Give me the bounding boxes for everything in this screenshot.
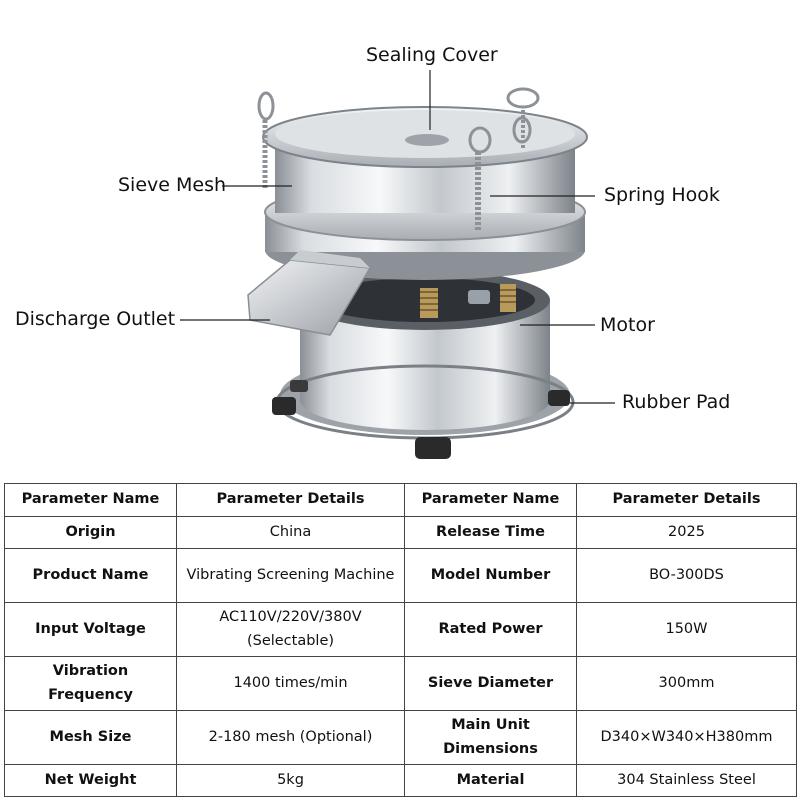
table-row: Product Name Vibrating Screening Machine… (4, 548, 797, 603)
param-detail: AC110V/220V/380V (Selectable) (176, 602, 405, 657)
discharge-chute (247, 250, 372, 336)
param-name: Material (404, 764, 577, 797)
header-parameter-name-2: Parameter Name (404, 483, 577, 517)
label-motor: Motor (600, 314, 655, 336)
sieve-frame (262, 106, 588, 280)
param-detail: 5kg (176, 764, 405, 797)
param-detail: 2-180 mesh (Optional) (176, 710, 405, 765)
product-figure: Sealing Cover Sieve Mesh Spring Hook Dis… (15, 44, 731, 459)
param-detail: D340×W340×H380mm (576, 710, 797, 765)
param-name: Origin (4, 516, 177, 549)
param-name: Input Voltage (4, 602, 177, 657)
label-sieve-mesh: Sieve Mesh (118, 174, 227, 196)
table-row: Origin China Release Time 2025 (4, 516, 797, 549)
label-rubber-pad: Rubber Pad (622, 391, 731, 413)
param-name: Net Weight (4, 764, 177, 797)
param-detail: BO-300DS (576, 548, 797, 603)
param-detail: 150W (576, 602, 797, 657)
param-name: Sieve Diameter (404, 656, 577, 711)
param-detail: China (176, 516, 405, 549)
param-name: Release Time (404, 516, 577, 549)
header-parameter-name: Parameter Name (4, 483, 177, 517)
callout-lines (180, 70, 615, 404)
header-parameter-details: Parameter Details (176, 483, 405, 517)
param-name: Vibration Frequency (4, 656, 177, 711)
param-detail: 1400 times/min (176, 656, 405, 711)
param-detail: 304 Stainless Steel (576, 764, 797, 797)
param-detail: 300mm (576, 656, 797, 711)
table-row: Vibration Frequency 1400 times/min Sieve… (4, 656, 797, 711)
table-row: Net Weight 5kg Material 304 Stainless St… (4, 764, 797, 797)
rubber-pads (272, 380, 570, 459)
label-sealing-cover: Sealing Cover (366, 44, 498, 66)
motor-springs (420, 284, 516, 318)
label-spring-hook: Spring Hook (604, 184, 720, 206)
sieve-machine-illustration (180, 70, 615, 459)
param-name: Product Name (4, 548, 177, 603)
table-row: Input Voltage AC110V/220V/380V (Selectab… (4, 602, 797, 657)
param-name: Main Unit Dimensions (404, 710, 577, 765)
param-name: Mesh Size (4, 710, 177, 765)
param-name: Model Number (404, 548, 577, 603)
param-detail: Vibrating Screening Machine (176, 548, 405, 603)
param-name: Rated Power (404, 602, 577, 657)
base-housing (275, 270, 575, 440)
specifications-table: Parameter Name Parameter Details Paramet… (4, 483, 797, 797)
param-detail: 2025 (576, 516, 797, 549)
header-parameter-details-2: Parameter Details (576, 483, 797, 517)
table-row: Mesh Size 2-180 mesh (Optional) Main Uni… (4, 710, 797, 765)
spring-hooks (262, 110, 525, 232)
label-discharge-outlet: Discharge Outlet (15, 308, 176, 330)
table-header-row: Parameter Name Parameter Details Paramet… (4, 483, 797, 517)
